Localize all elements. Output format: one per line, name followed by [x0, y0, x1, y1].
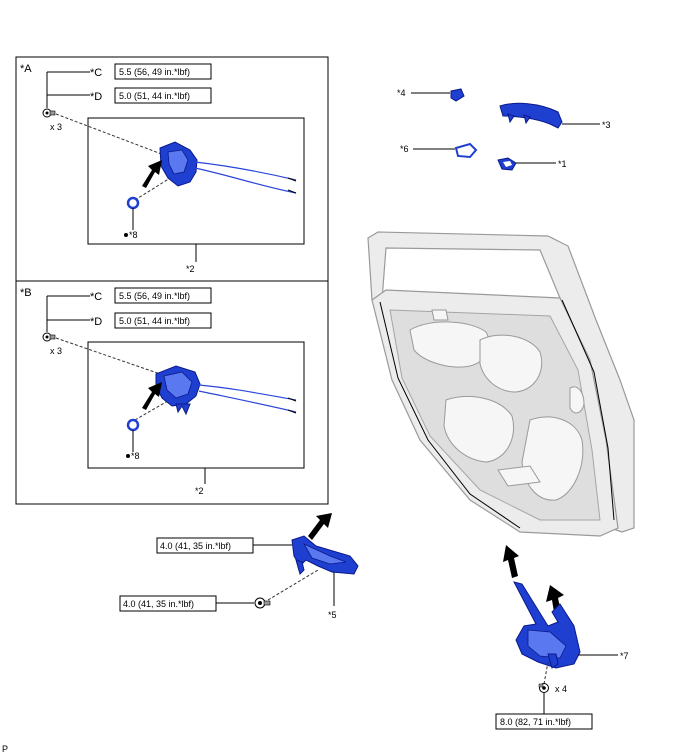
panel-b-label: *B — [20, 287, 32, 299]
window-regulator-assembly: *7 x 4 8.0 (82, 71 in.*lbf) — [495, 545, 629, 730]
panel-b: *B *C *D 5.5 (56, 49 in.*lbf) 5.0 (51, 4… — [15, 280, 329, 505]
rear-door-panel — [367, 231, 635, 537]
door-lock-assembly — [155, 365, 297, 416]
callout-1: *1 — [558, 159, 567, 169]
torque-box-d-b — [114, 312, 212, 329]
bolt-icon — [254, 597, 271, 609]
bolt-icon — [538, 683, 549, 693]
callout-2-b: *2 — [195, 486, 204, 496]
arrow-icon — [503, 545, 519, 578]
footer-code: P — [2, 744, 8, 754]
outside-handle-parts: *4 *3 *6 *1 — [397, 88, 611, 171]
torque-c-b: 5.5 (56, 49 in.*lbf) — [119, 291, 190, 301]
arrow-icon — [142, 382, 162, 410]
screw-icon — [42, 332, 56, 342]
torque-c-a: 5.5 (56, 49 in.*lbf) — [119, 67, 190, 77]
panel-b-detail-frame — [87, 341, 305, 469]
callout-c-b: *C — [90, 291, 102, 303]
callout-c-a: *C — [90, 67, 102, 79]
callout-4: *4 — [397, 88, 406, 98]
bullet-icon — [126, 454, 130, 458]
callout-2-a: *2 — [186, 264, 195, 274]
handle-gasket-part — [454, 142, 478, 159]
torque-box-regulator — [495, 713, 593, 730]
handle-cap-part — [450, 88, 465, 102]
qty-regulator: x 4 — [555, 684, 567, 694]
panel-a-detail-frame — [87, 117, 305, 245]
callout-d-a: *D — [90, 91, 102, 103]
qty-b: x 3 — [50, 346, 62, 356]
torque-regulator: 8.0 (82, 71 in.*lbf) — [500, 717, 571, 727]
callout-5: *5 — [328, 610, 337, 620]
qty-a: x 3 — [50, 122, 62, 132]
door-lock-assembly — [159, 141, 297, 194]
bullet-icon — [124, 233, 128, 237]
arrow-icon — [142, 160, 162, 188]
ring-seal-icon — [126, 418, 140, 432]
callout-8-b: *8 — [131, 451, 140, 461]
panel-a-label: *A — [20, 63, 32, 75]
callout-8-a: *8 — [129, 230, 138, 240]
callout-3: *3 — [602, 120, 611, 130]
door-check-assembly: 4.0 (41, 35 in.*lbf) *5 4.0 (41, 35 in.*… — [119, 513, 359, 620]
torque-lower: 4.0 (41, 35 in.*lbf) — [123, 599, 194, 609]
torque-box-c-a — [114, 63, 212, 80]
panel-a: *A *C *D 5.5 (56, 49 in.*lbf) 5.0 (51, 4… — [15, 56, 329, 282]
screw-icon — [42, 108, 56, 118]
torque-d-b: 5.0 (51, 44 in.*lbf) — [119, 316, 190, 326]
torque-upper: 4.0 (41, 35 in.*lbf) — [160, 541, 231, 551]
torque-box-d-a — [114, 87, 212, 104]
callout-6: *6 — [400, 144, 409, 154]
arrow-icon — [308, 513, 332, 540]
torque-d-a: 5.0 (51, 44 in.*lbf) — [119, 91, 190, 101]
callout-d-b: *D — [90, 316, 102, 328]
panel-b-frame — [15, 280, 329, 505]
torque-box-c-b — [114, 287, 212, 304]
ring-seal-icon — [126, 196, 140, 210]
callout-7: *7 — [620, 651, 629, 661]
